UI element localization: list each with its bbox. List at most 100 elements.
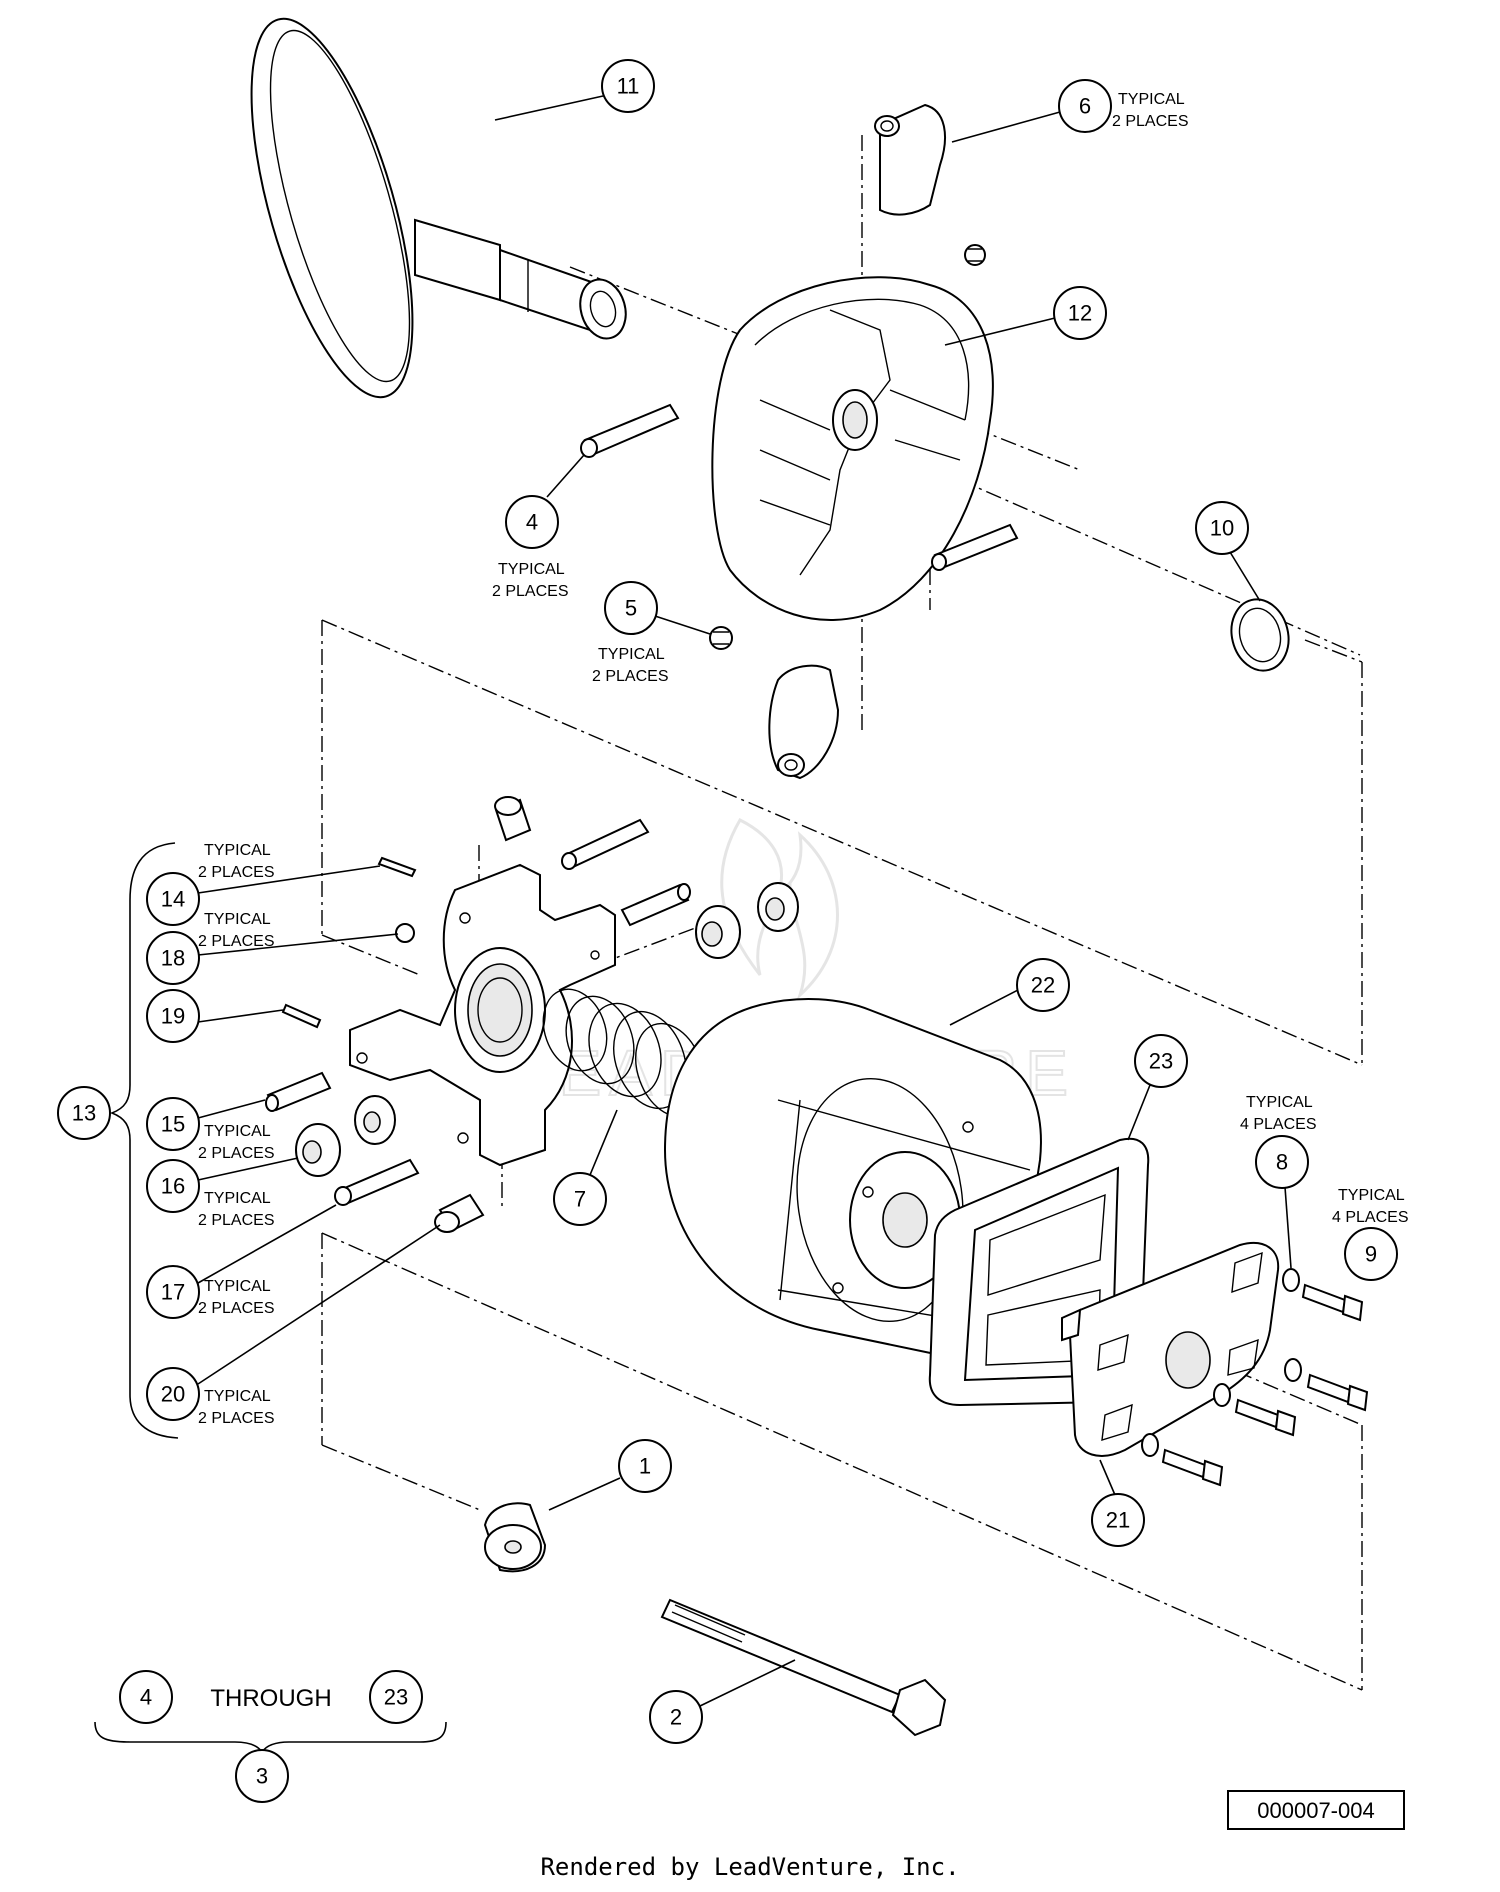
footer-credit: Rendered by LeadVenture, Inc. <box>540 1853 959 1881</box>
callout-circle <box>1016 958 1070 1012</box>
callout-circle <box>57 1086 111 1140</box>
drawing-number: 000007-004 <box>1257 1798 1374 1823</box>
callout-number: 7 <box>574 1187 586 1212</box>
note-8-typical: TYPICAL <box>1246 1094 1313 1111</box>
callout-circle <box>146 1097 200 1151</box>
callout-number: 5 <box>625 596 637 621</box>
note-8-places: 4 PLACES <box>1240 1116 1316 1133</box>
callout-4: 4 <box>505 495 559 549</box>
note-20-typical: TYPICAL <box>204 1388 271 1405</box>
part-8-washers <box>1141 1268 1302 1457</box>
part-11-fixed-sheave <box>250 17 627 399</box>
note-17-typical: TYPICAL <box>204 1278 271 1295</box>
callout-circle <box>649 1690 703 1744</box>
part-18-nut <box>395 923 415 943</box>
callout-16: 16 <box>146 1159 200 1213</box>
callout-number: 15 <box>161 1112 185 1137</box>
callout-circle <box>119 1670 173 1724</box>
part-12-movable-sheave <box>711 244 994 621</box>
note-16-typical: TYPICAL <box>204 1190 271 1207</box>
callout-number: 18 <box>161 946 185 971</box>
note-9-typical: TYPICAL <box>1338 1187 1405 1204</box>
typical-notes: TYPICAL 2 PLACES TYPICAL 2 PLACES TYPICA… <box>198 91 1408 1427</box>
part-17-bolt-top <box>561 818 650 870</box>
part-20-bushing-top <box>494 796 532 842</box>
callout-21: 21 <box>1091 1493 1145 1547</box>
part-6-weight-bottom <box>768 664 840 780</box>
callout-22: 22 <box>1016 958 1070 1012</box>
callout-number: 2 <box>670 1705 682 1730</box>
part-20-bushing <box>434 1193 485 1233</box>
callout-number: 22 <box>1031 973 1055 998</box>
part-6-weight-top <box>874 103 946 216</box>
drawing-number-box: 000007-004 <box>1227 1790 1405 1830</box>
callout-number: 1 <box>639 1454 651 1479</box>
callout-number: 4 <box>526 510 538 535</box>
part-17-bolt <box>334 1158 420 1206</box>
callout-number: 9 <box>1365 1242 1377 1267</box>
note-20-places: 2 PLACES <box>198 1410 274 1427</box>
callout-number: 20 <box>161 1382 185 1407</box>
callout-circle <box>1091 1493 1145 1547</box>
callout-number: 17 <box>161 1280 185 1305</box>
note-18-places: 2 PLACES <box>198 933 274 950</box>
callout-number: 19 <box>161 1004 185 1029</box>
callout-circle <box>1134 1034 1188 1088</box>
callout-circle <box>618 1439 672 1493</box>
callout-circle <box>553 1172 607 1226</box>
callout-19: 19 <box>146 989 200 1043</box>
callout-circle <box>601 59 655 113</box>
note-6-places: 2 PLACES <box>1112 113 1188 130</box>
callout-11: 11 <box>601 59 655 113</box>
note-4-places: 2 PLACES <box>492 583 568 600</box>
bracket-13 <box>109 842 179 1439</box>
note-5-typical: TYPICAL <box>598 646 665 663</box>
note-6-typical: TYPICAL <box>1118 91 1185 108</box>
note-15-typical: TYPICAL <box>204 1123 271 1140</box>
callout-number: 16 <box>161 1174 185 1199</box>
part-1-spacer <box>483 1502 547 1573</box>
callout-circle <box>146 931 200 985</box>
callout-5: 5 <box>604 581 658 635</box>
callout-circle <box>369 1670 423 1724</box>
through-label: THROUGH <box>210 1685 331 1712</box>
callout-15: 15 <box>146 1097 200 1151</box>
callout-circle <box>146 1367 200 1421</box>
callout-circle <box>1344 1227 1398 1281</box>
callout-3: 3 <box>235 1749 289 1803</box>
callout-circle <box>1053 286 1107 340</box>
callout-circle <box>146 1159 200 1213</box>
part-2-long-bolt <box>660 1598 947 1737</box>
callout-9: 9 <box>1344 1227 1398 1281</box>
callout-number: 12 <box>1068 301 1092 326</box>
callout-number: 23 <box>1149 1049 1173 1074</box>
callout-number: 6 <box>1079 94 1091 119</box>
callout-23: 23 <box>1134 1034 1188 1088</box>
callout-20: 20 <box>146 1367 200 1421</box>
callout-circle <box>1058 79 1112 133</box>
callout-number: 4 <box>140 1685 152 1710</box>
callout-number: 8 <box>1276 1150 1288 1175</box>
part-19-roll-pin <box>281 1003 322 1029</box>
callout-13: 13 <box>57 1086 111 1140</box>
callout-12: 12 <box>1053 286 1107 340</box>
leader-lines <box>197 95 1292 1707</box>
callout-number: 3 <box>256 1764 268 1789</box>
callout-number: 23 <box>384 1685 408 1710</box>
callout-10: 10 <box>1195 501 1249 555</box>
note-17-places: 2 PLACES <box>198 1300 274 1317</box>
note-15-places: 2 PLACES <box>198 1145 274 1162</box>
callout-number: 21 <box>1106 1508 1130 1533</box>
part-15-pin <box>265 1071 332 1112</box>
part-13-spider-assembly <box>349 863 616 1167</box>
part-16-roller-top <box>695 882 799 959</box>
callout-number: 13 <box>72 1101 96 1126</box>
callout-circle <box>146 1265 200 1319</box>
part-9-bolts <box>1161 1283 1369 1487</box>
callout-circle <box>505 495 559 549</box>
part-10-ring <box>1230 598 1290 672</box>
note-16-places: 2 PLACES <box>198 1212 274 1229</box>
callout-18: 18 <box>146 931 200 985</box>
callout-8: 8 <box>1255 1135 1309 1189</box>
part-21-cover-plate <box>1061 1242 1280 1457</box>
